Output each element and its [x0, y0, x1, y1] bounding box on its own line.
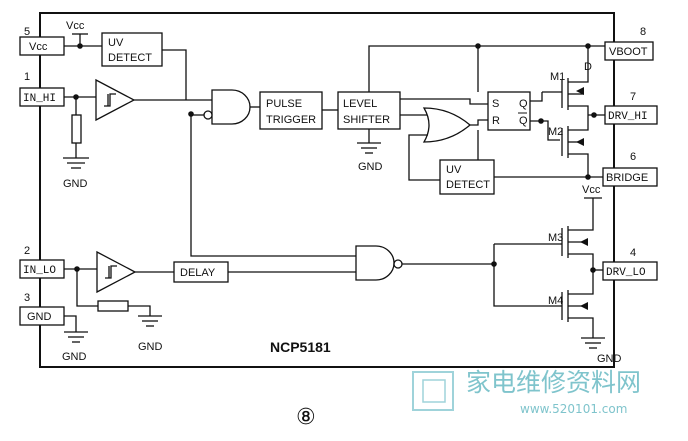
pin-8-box: [604, 41, 654, 61]
sr-r-label: R: [492, 115, 500, 127]
pin-7-label: DRV_HI: [608, 111, 648, 123]
figure-number: ⑧: [296, 404, 316, 429]
pin-4-label: DRV_LO: [606, 267, 646, 279]
uv-detect-top-line2: DETECT: [108, 52, 152, 64]
sr-qbar-label: Q: [519, 115, 528, 127]
uv-detect-bottom-line2: DETECT: [446, 179, 490, 191]
chip-name: NCP5181: [270, 339, 331, 355]
m3-label: M3: [548, 232, 563, 244]
sr-s-label: S: [492, 98, 499, 110]
pin-4-box: [602, 261, 658, 281]
sr-q-label: Q: [519, 98, 528, 110]
pin-8-number: 8: [640, 26, 646, 38]
uv-detect-top-line1: UV: [108, 37, 124, 49]
pin-5-label: Vcc: [29, 41, 48, 53]
level-shifter-line2: SHIFTER: [343, 114, 390, 126]
nand-gate-lo: [355, 245, 395, 281]
vcc-right-label: Vcc: [582, 184, 601, 196]
watermark-text: 家电维修资料网: [466, 368, 641, 397]
pin-5-number: 5: [24, 26, 30, 38]
gnd-right-label: GND: [597, 353, 622, 365]
pulse-trigger-line2: TRIGGER: [266, 114, 316, 126]
gnd-shifter-label: GND: [358, 161, 383, 173]
m4-label: M4: [548, 295, 563, 307]
delay-label: DELAY: [180, 267, 216, 279]
pin-2-label: IN_LO: [23, 265, 56, 277]
level-shifter-line1: LEVEL: [343, 98, 377, 110]
pulse-trigger-block: [259, 91, 323, 130]
and-gate-hi: [211, 89, 251, 125]
pin-2-number: 2: [24, 245, 30, 257]
or-gate: [422, 107, 472, 143]
m1-label: M1: [550, 71, 565, 83]
pin-4-number: 4: [630, 247, 636, 259]
gnd-left1-label: GND: [63, 178, 88, 190]
vcc-top-label: Vcc: [66, 20, 85, 32]
gnd-left3-label: GND: [62, 351, 87, 363]
pin-3-label: GND: [27, 311, 52, 323]
pin-1-number: 1: [24, 71, 30, 83]
pulldown-resistor-hi: [71, 114, 82, 144]
pulldown-resistor-lo: [97, 300, 129, 312]
schmitt-buffer-lo: [96, 250, 137, 294]
watermark-url: www.520101.com: [520, 402, 627, 416]
pin-1-label: IN_HI: [23, 93, 56, 105]
pin-8-label: VBOOT: [609, 46, 648, 58]
m2-label: M2: [548, 126, 563, 138]
chip-outline: [39, 12, 615, 368]
uv-detect-bottom-line1: UV: [446, 164, 462, 176]
pin-7-number: 7: [630, 91, 636, 103]
watermark: 家电维修资料网 www.520101.com: [412, 368, 641, 416]
gnd-left2-label: GND: [138, 341, 163, 353]
pulse-trigger-line1: PULSE: [266, 98, 302, 110]
sr-latch: [487, 91, 531, 131]
pin-6-label: BRIDGE: [606, 172, 648, 184]
schmitt-buffer-hi: [95, 78, 136, 122]
pin-3-number: 3: [24, 292, 30, 304]
pin-6-number: 6: [630, 151, 636, 163]
uv-detect-bottom: [439, 159, 495, 195]
